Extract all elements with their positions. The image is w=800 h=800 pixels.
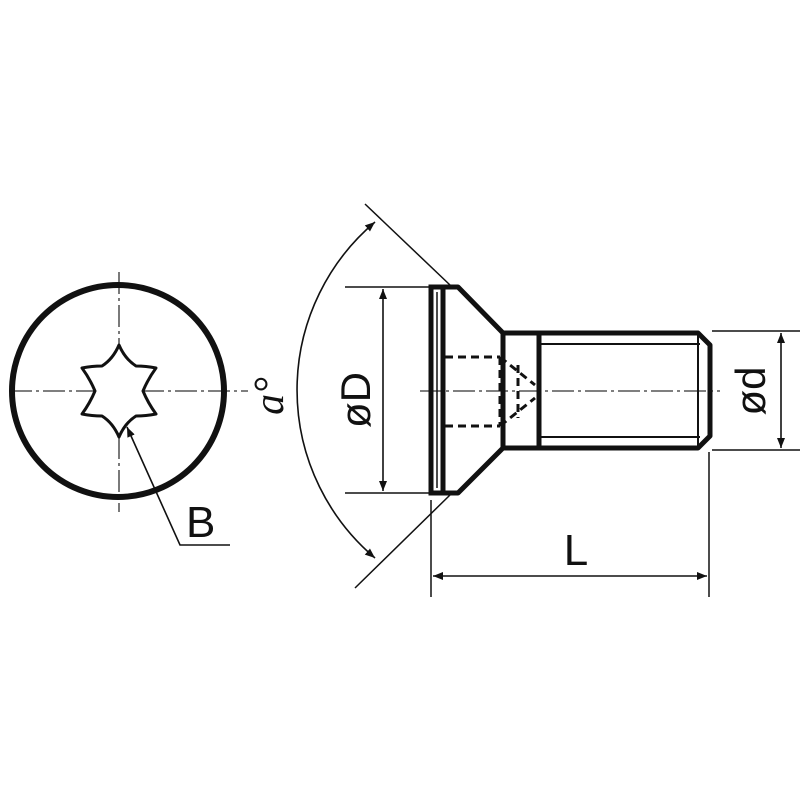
shank-diameter-label: ød bbox=[727, 366, 774, 415]
angle-extension-line-top bbox=[364, 203, 451, 286]
angle-extension-line-bottom bbox=[354, 494, 451, 589]
head-cone-upper bbox=[443, 284, 505, 335]
head-cone-lower bbox=[443, 446, 505, 496]
length-dimension: L bbox=[430, 452, 710, 597]
hidden-recess-lines bbox=[445, 355, 536, 428]
length-label: L bbox=[564, 526, 588, 575]
torx-recess-icon bbox=[80, 343, 158, 439]
shank-body bbox=[500, 330, 542, 451]
screw-side-view bbox=[420, 284, 720, 496]
shank-diameter-dimension: ød bbox=[712, 330, 800, 451]
drive-label: B bbox=[186, 498, 215, 547]
head-outline-circle bbox=[9, 282, 227, 500]
thread-outline bbox=[539, 330, 713, 451]
head-top-face bbox=[428, 284, 446, 496]
head-diameter-label: øD bbox=[332, 372, 379, 428]
head-diameter-dimension: øD bbox=[332, 286, 430, 494]
angle-dimension: a° bbox=[247, 203, 451, 589]
drive-leader-line bbox=[126, 426, 230, 546]
angle-arc bbox=[296, 221, 376, 559]
head-top-view: B bbox=[9, 272, 248, 547]
angle-label: a° bbox=[247, 377, 293, 415]
